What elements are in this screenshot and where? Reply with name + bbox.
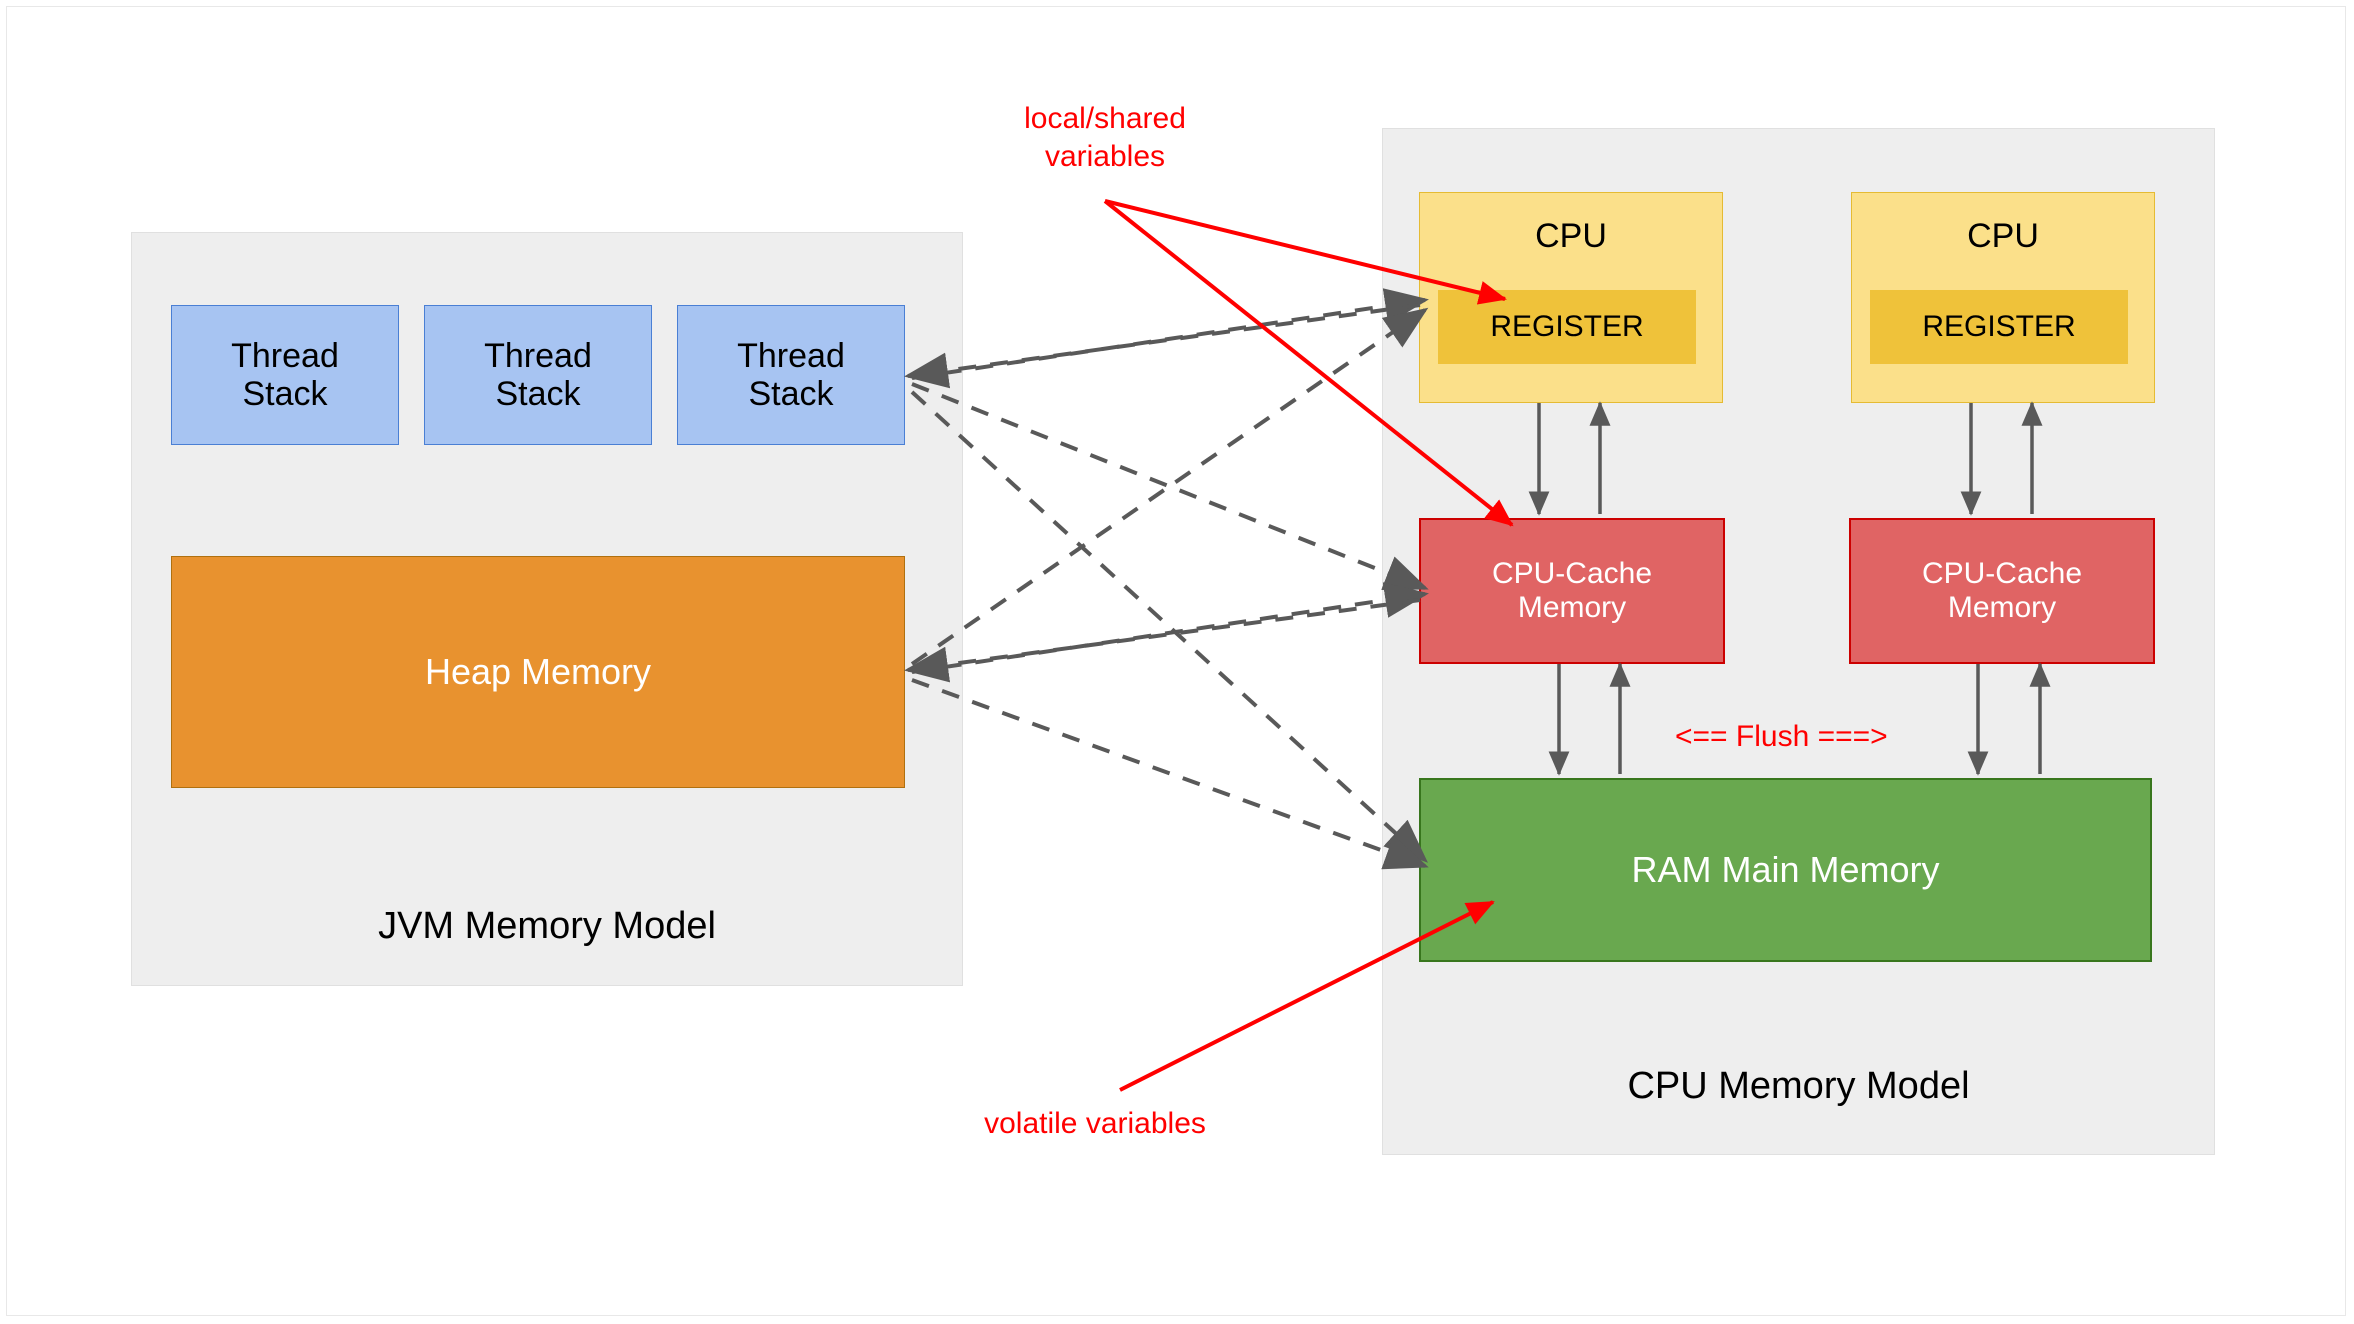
register-label-1: REGISTER <box>1490 310 1644 344</box>
cpu-cache-label-1: CPU-Cache Memory <box>1491 557 1653 624</box>
local-shared-variables-annotation: local/shared variables <box>1024 102 1186 173</box>
thread-stack-box-2[interactable]: Thread Stack <box>424 305 652 445</box>
heap-memory-box[interactable]: Heap Memory <box>171 556 905 788</box>
thread-stack-label-3: Thread Stack <box>737 336 845 413</box>
heap-memory-label: Heap Memory <box>424 650 652 692</box>
thread-stack-box-3[interactable]: Thread Stack <box>677 305 905 445</box>
register-label-2: REGISTER <box>1922 310 2076 344</box>
cpu-label-2: CPU <box>1967 217 2039 255</box>
flush-label: <== Flush ===> <box>1675 720 1888 753</box>
cpu-cache-label-2: CPU-Cache Memory <box>1921 557 2083 624</box>
connector-heap-cache-out <box>911 582 1429 674</box>
connector-threadstack-register-out <box>911 288 1429 380</box>
ram-main-memory-label: RAM Main Memory <box>1631 848 1940 890</box>
connector-threadstack-register-in <box>904 303 1421 389</box>
connector-heap-cache-in <box>904 598 1421 683</box>
register-box-1[interactable]: REGISTER <box>1438 290 1696 364</box>
register-box-2[interactable]: REGISTER <box>1870 290 2128 364</box>
volatile-variables-annotation: volatile variables <box>984 1107 1206 1140</box>
thread-stack-box-1[interactable]: Thread Stack <box>171 305 399 445</box>
cpu-panel-title: CPU Memory Model <box>1627 1065 1970 1107</box>
connector-threadstack-cache-out <box>911 382 1429 590</box>
cpu-label-1: CPU <box>1535 217 1607 255</box>
connector-heap-register-out <box>910 307 1429 666</box>
connector-threadstack-ram-out <box>910 390 1428 863</box>
thread-stack-label-1: Thread Stack <box>231 336 339 413</box>
jvm-panel-title: JVM Memory Model <box>378 905 716 947</box>
cpu-cache-box-1[interactable]: CPU-Cache Memory <box>1419 518 1725 664</box>
thread-stack-label-2: Thread Stack <box>484 336 592 413</box>
connector-heap-ram-out <box>911 678 1429 870</box>
ram-main-memory-box[interactable]: RAM Main Memory <box>1419 778 2152 962</box>
cpu-cache-box-2[interactable]: CPU-Cache Memory <box>1849 518 2155 664</box>
